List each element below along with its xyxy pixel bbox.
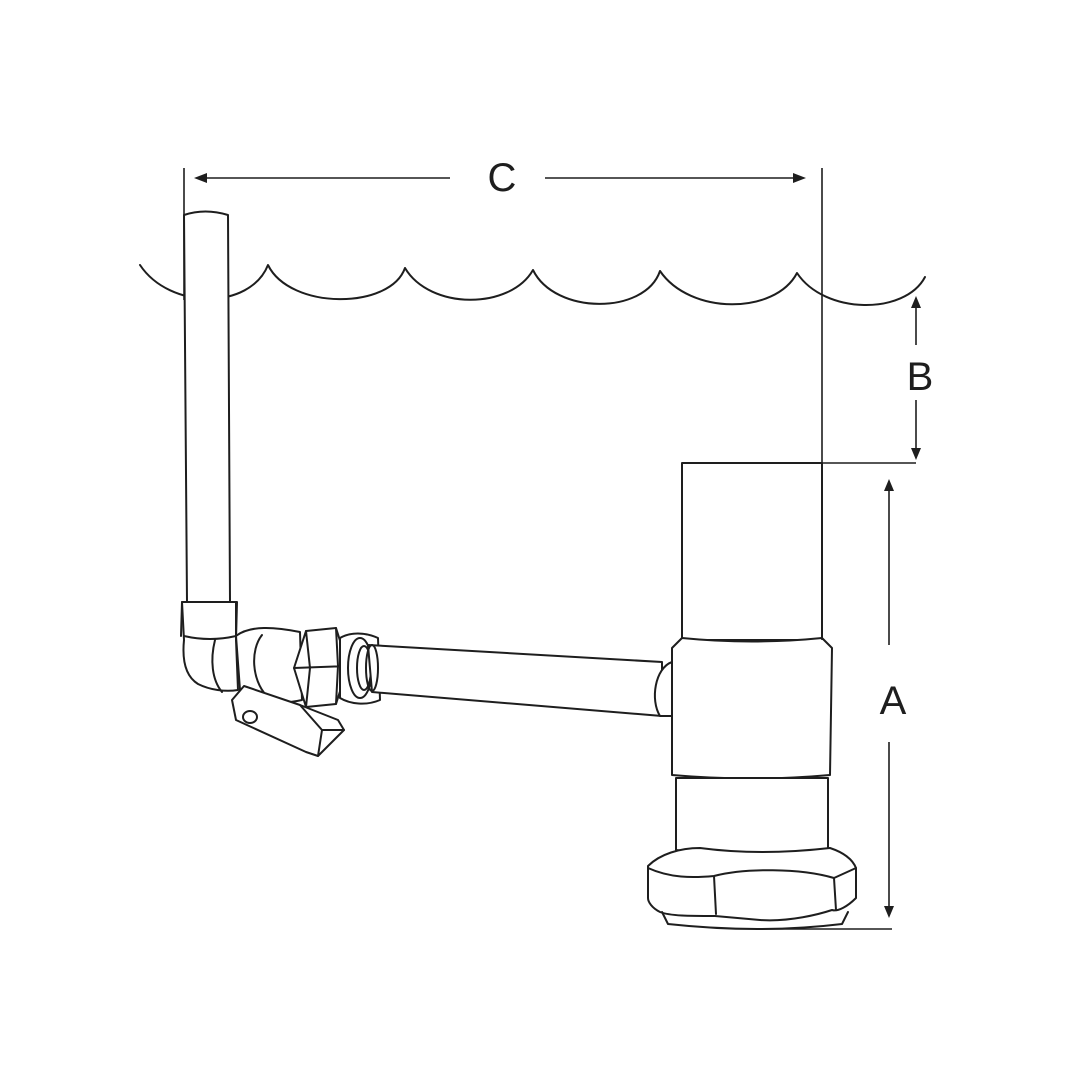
riser-pipe [183,210,231,603]
dim-b-bottom-arrow [911,448,921,460]
bottom-hex-nut [647,847,857,922]
horizontal-pipe-end [365,644,379,692]
elbow-fitting [181,601,239,692]
dim-a-bottom-arrow [884,906,894,918]
water-surface-line [139,264,926,306]
main-body-lower-tube [675,777,829,856]
dim-c-left-arrow [194,173,207,183]
dim-a-top-arrow [884,479,894,491]
valve-handle-edge [299,704,345,757]
elbow-collar [180,601,237,640]
dim-b-label: B [907,355,934,399]
ball-valve-curve [253,634,267,696]
horizontal-pipe [367,644,663,717]
dim-a-label: A [880,679,907,723]
dim-b-top-arrow [911,296,921,308]
bottom-nut-base [661,911,849,930]
dim-c-right-arrow [793,173,806,183]
ball-valve-body-detail [211,639,223,693]
valve-handle-hole [242,710,258,724]
bottom-hex-nut-facets [647,867,857,915]
main-body-upper-tube [681,462,823,641]
main-body-collar [671,637,833,780]
dim-c-label: C [488,156,517,200]
collar-side-boss [653,661,673,717]
